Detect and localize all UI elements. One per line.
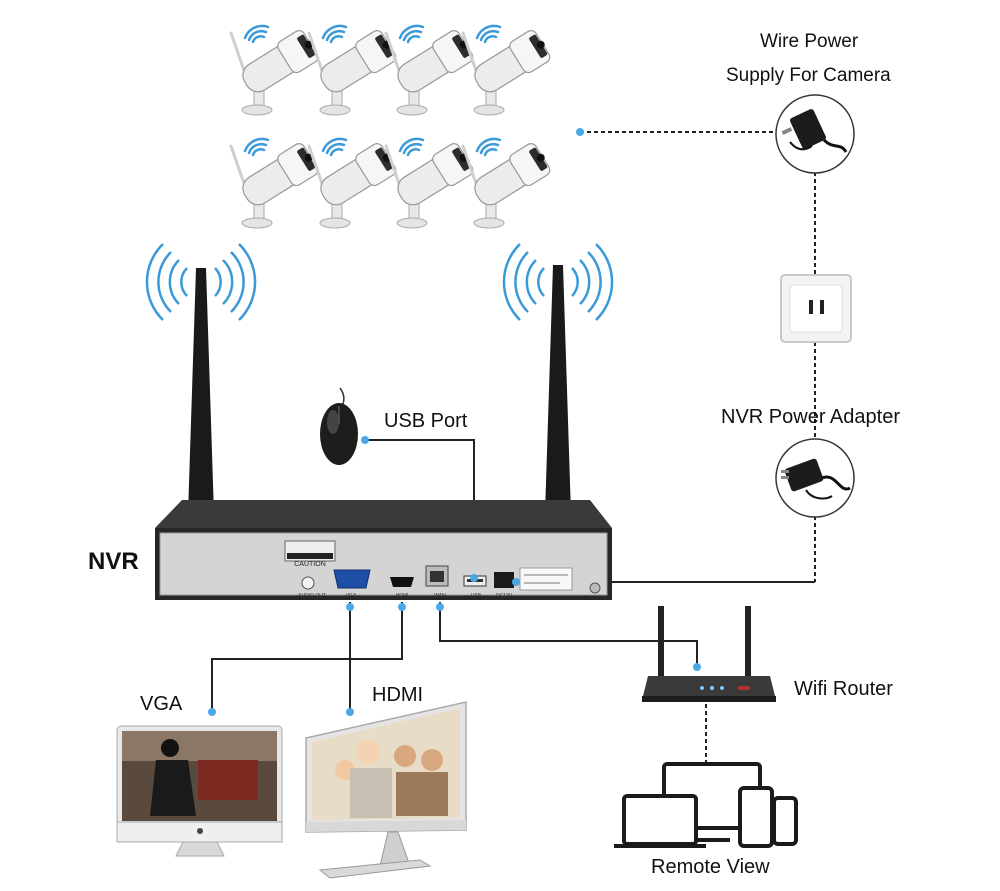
monitor-icon (305, 701, 467, 879)
video-wiring (211, 602, 698, 712)
wireless-bullet-camera-icon (461, 137, 556, 230)
wire-power-label-line2: Supply For Camera (726, 65, 891, 86)
wire-power-label-line1: Wire Power (760, 31, 859, 52)
wireless-bullet-camera-icon (307, 137, 402, 230)
monitor-icon (116, 725, 283, 857)
nvr-label: NVR (88, 548, 139, 575)
wireless-bullet-camera-icon (229, 24, 324, 117)
hdmi-port (390, 577, 414, 587)
wireless-bullet-camera-icon (461, 24, 556, 117)
connector-dot (470, 574, 478, 582)
usb-port-label: USB (471, 593, 482, 599)
vga-port-label: VGA (346, 593, 357, 599)
remote-view-label: Remote View (651, 856, 770, 878)
connector-dot (693, 663, 701, 671)
usb-port-label: USB Port (384, 410, 468, 432)
nvr-device: CAUTION AUDIO OUT VGA HDMI WAN USB DC12V (155, 500, 612, 600)
dc-port-label: DC12V (496, 593, 513, 599)
vga-label: VGA (140, 693, 183, 715)
connector-dot (346, 708, 354, 716)
nvr-power-adapter-label: NVR Power Adapter (721, 406, 900, 428)
connector-dot (576, 128, 584, 136)
wall-outlet-icon (780, 274, 852, 343)
connector-dot (208, 708, 216, 716)
wifi-router-label: Wifi Router (794, 678, 893, 700)
camera-group (229, 24, 556, 230)
connector-dot (398, 603, 406, 611)
power-wiring (580, 131, 816, 582)
wireless-bullet-camera-icon (307, 24, 402, 117)
wifi-router-icon (642, 606, 776, 702)
vga-port (333, 569, 371, 589)
connector-dot (436, 603, 444, 611)
wireless-bullet-camera-icon (229, 137, 324, 230)
connector-dot (361, 436, 369, 444)
dc-port (494, 572, 514, 588)
connector-dot (512, 578, 520, 586)
laptop-tablet-phone-icon (614, 762, 798, 848)
power-adapter-icon (781, 109, 848, 153)
wan-port-label: WAN (434, 593, 446, 599)
caution-text: CAUTION (294, 561, 326, 568)
nvr-power-adapter (775, 438, 855, 518)
connector-dot (346, 603, 354, 611)
hdmi-label: HDMI (372, 684, 424, 706)
wireless-bullet-camera-icon (384, 137, 479, 230)
power-adapter-icon (781, 458, 851, 500)
hdmi-port-label: HDMI (396, 593, 409, 599)
wireless-bullet-camera-icon (384, 24, 479, 117)
usb-mouse-icon (320, 387, 358, 465)
audio-out-port-label: AUDIO OUT (298, 593, 326, 599)
camera-power-adapter (775, 94, 855, 174)
